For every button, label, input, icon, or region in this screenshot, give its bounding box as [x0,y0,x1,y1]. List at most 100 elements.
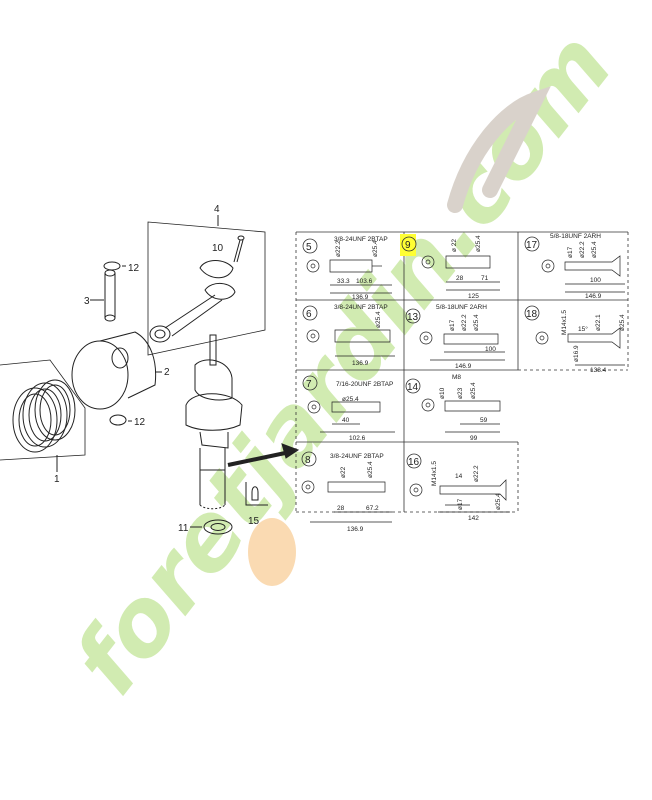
part-number-2: 2 [164,367,170,378]
dimension-label: ø10 [439,387,446,399]
watermark-orange-dot [248,518,296,586]
crankshaft-end-drawing [301,480,392,523]
variant-number-circle [524,236,540,252]
watermark-gray-swoosh [447,86,551,213]
woodruff-key [245,482,268,506]
variant-number: 8 [305,455,311,466]
dimension-label: 28 [456,275,464,282]
dimension-label: 28 [337,505,345,512]
crankshaft-end-drawing [306,259,392,294]
dimension-label: 14 [455,473,463,480]
dimension-label: ø25.4 [473,314,480,331]
variant-number: 5 [306,242,312,253]
thread-spec: 7/16-20UNF 2BTAP [336,381,393,388]
dimension-label: 136.9 [352,294,369,301]
variant-cell-16: 16 M14x1.5 14 ø22.2 ø17 ø25.4 142 [406,453,510,522]
crankshaft-end-drawing [409,479,510,513]
crankshaft-end-drawing [421,398,501,433]
dimension-label: 146.9 [585,293,602,300]
variant-cell-7: 7 7/16-20UNF 2BTAP ø25.4 40 102.6 [302,375,395,442]
dimension-label: ø25.4 [367,461,374,478]
dimension-label: 59 [480,417,488,424]
variant-cell-18: 18 M14x1.5 ø22.1 ø25.4 ø16.9 15° 138.4 [524,305,626,374]
thread-spec: 3/8-24UNF 2BTAP [330,453,384,460]
part-number-12: 12 [128,263,140,274]
crankshaft-end-drawing [535,327,625,366]
part-numbers: 4 10 12 3 2 12 1 11 15 [54,204,260,534]
piston-rings [0,359,86,472]
dimension-label: ø22.2 [335,240,342,257]
dimension-label: 100 [485,346,496,353]
variant-number-circle [405,378,421,394]
part-number-3: 3 [84,296,90,307]
dimension-label: 146.9 [455,363,472,370]
connecting-rod [147,215,266,356]
dimension-label: ø16.9 [573,345,580,362]
circlip [109,414,132,426]
variant-number: 13 [407,312,419,323]
crankshaft-end-drawing [306,329,395,357]
dimension-label: ø25.4 [495,493,502,510]
dimension-label: ø17 [449,319,456,331]
variant-number: 18 [526,309,538,320]
dimension-label: ø25.4 [375,311,382,328]
part-number-11: 11 [178,523,189,534]
dimension-label: 125 [468,293,479,300]
variant-cell-14: 14 M8 ø10 ø23 ø25.4 59 99 [405,374,501,442]
dimension-label: 136.9 [352,360,369,367]
variant-number-circle [302,238,318,254]
variant-leader-arrow [227,443,300,467]
dimension-label: ø22 [340,466,347,478]
variant-grid [295,231,629,513]
variant-number: 9 [405,240,411,251]
dimension-label: 99 [470,435,478,442]
dimension-label: 15° [578,325,588,333]
dimension-label: ø23 [457,387,464,399]
crankshaft-end-drawing [541,255,625,293]
thread-spec: M8 [452,374,461,381]
dimension-label: 138.4 [590,367,607,374]
watermark: foretjardin.com [53,13,633,714]
variant-cell-9: 9 ø 22 ø25.4 28 71 125 [401,235,500,300]
variant-number-circle [406,453,422,469]
variant-number-circle [401,236,417,252]
dimension-label: 136.9 [347,526,364,533]
variant-cell-5: 5 3/8-24UNF 2BTAP ø22.2 ø25.4 33.3 103.6… [302,236,392,301]
dimension-label: ø17 [567,246,574,258]
dimension-label: ø25.4 [342,396,359,403]
dimension-label: ø22.2 [579,241,586,258]
dimension-label: M14x1.5 [431,461,438,486]
variant-number-circle [405,308,421,324]
watermark-text: foretjardin.com [53,13,633,714]
dimension-label: 102.6 [349,435,366,442]
crankshaft [185,334,243,510]
dimension-label: 100 [590,277,601,284]
crankshaft-end-drawing [419,331,505,361]
dimension-label: ø 22 [451,239,458,252]
dimension-label: 40 [342,417,350,424]
dimension-label: M14x1.5 [561,310,568,335]
dimension-label: 33.3 [337,278,350,285]
dimension-label: ø22.1 [595,314,602,331]
dimension-label: ø22.2 [461,314,468,331]
dimension-label: ø22.2 [473,465,480,482]
dimension-label: 71 [481,275,489,282]
part-number-15: 15 [248,516,260,527]
washer [190,519,233,535]
variant-number-circle [524,305,540,321]
part-number-4: 4 [214,204,220,215]
piston-pin [90,269,116,322]
dimension-label: ø25.4 [470,382,477,399]
dimension-label: 67.2 [366,505,379,512]
variant-number-circle [302,305,318,321]
thread-spec: 5/8-18UNF 2ARH [550,233,601,240]
variant-cell-13: 13 5/8-18UNF 2ARH ø17 ø22.2 ø25.4 100 14… [405,304,505,370]
dimension-label: 103.6 [356,278,373,285]
dimension-label: ø25.4 [619,314,626,331]
crankshaft-end-drawing [421,255,500,291]
dimension-label: ø25.4 [475,235,482,252]
variant-cell-6: 6 3/8-24UNF 2BTAP ø25.4 136.9 [302,304,395,367]
variant-cell-8: 8 3/8-24UNF 2BTAP ø22 ø25.4 28 67.2 136.… [301,451,392,533]
circlip [103,261,126,271]
